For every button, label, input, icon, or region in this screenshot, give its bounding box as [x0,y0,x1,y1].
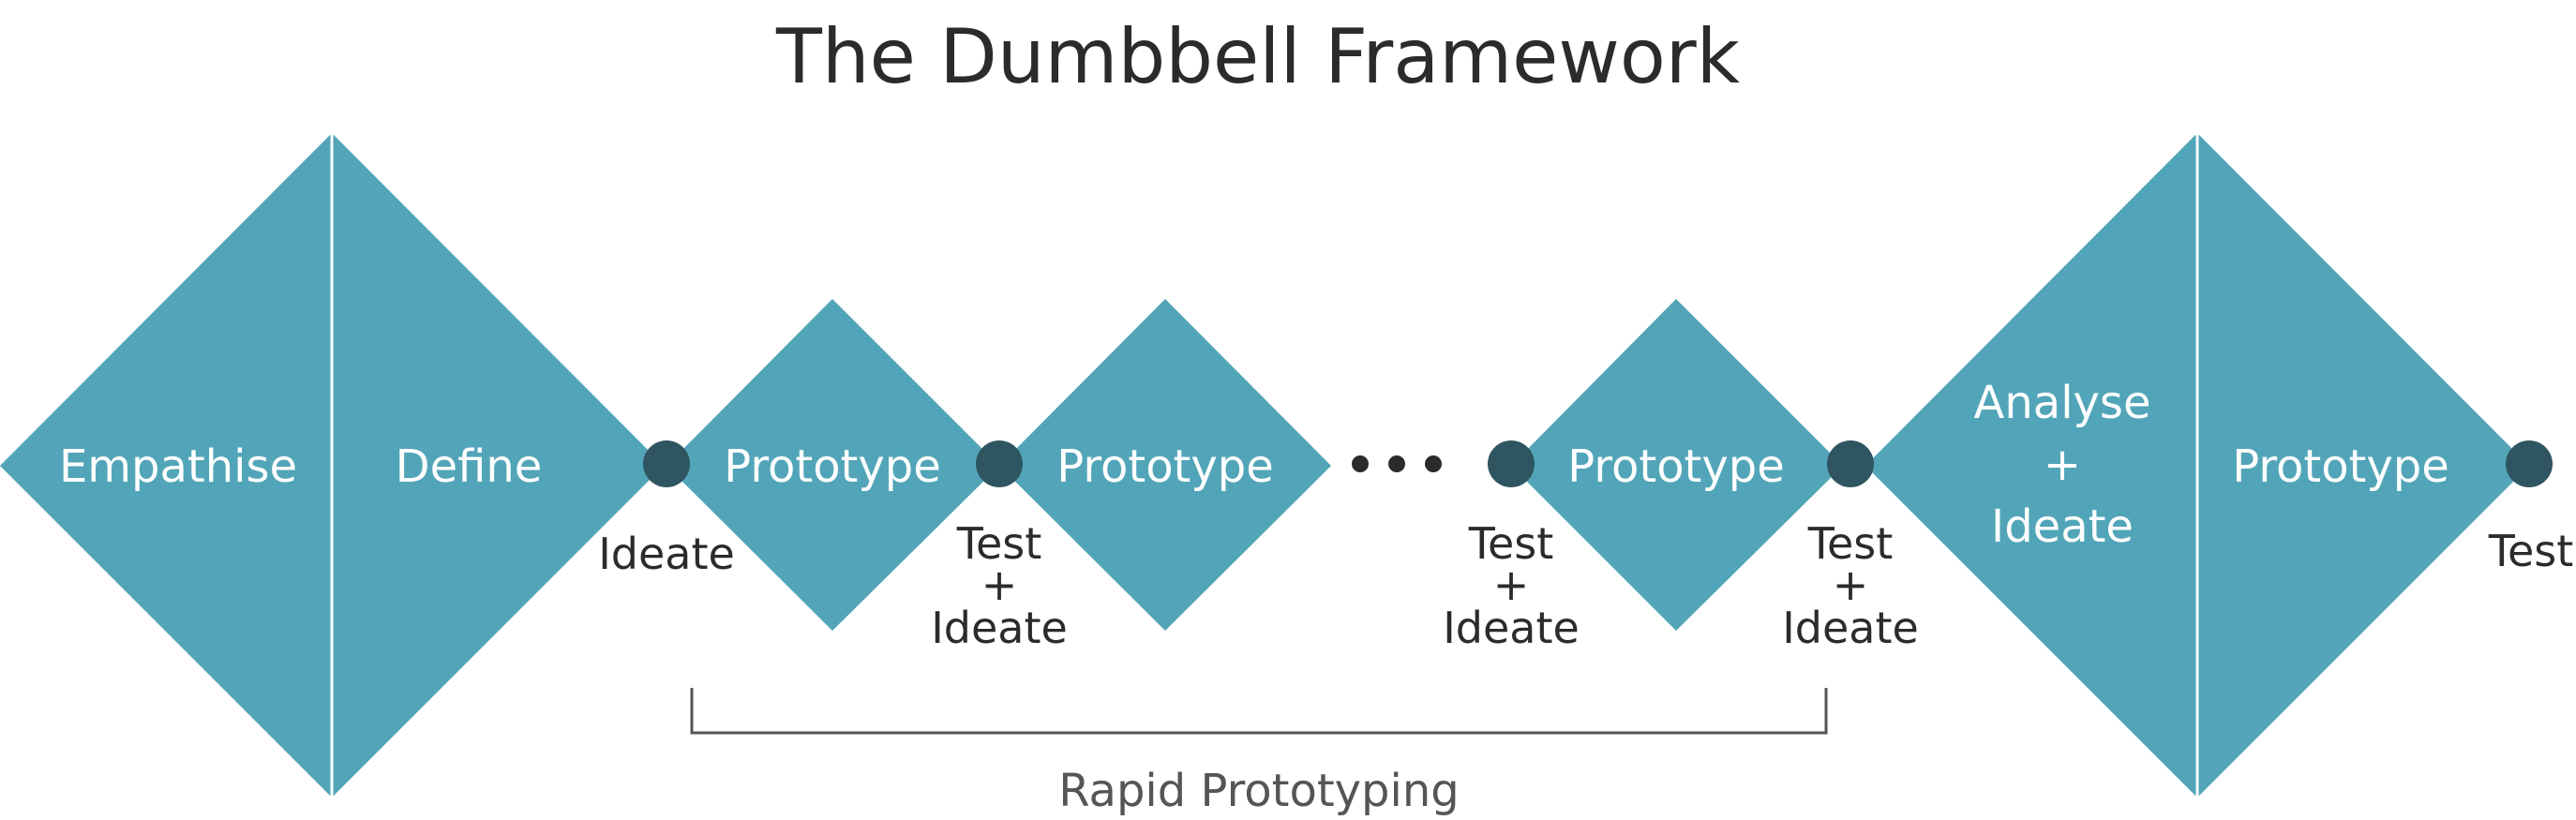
rapid-prototyping-label: Rapid Prototyping [1058,765,1460,817]
prototype-label-4: Prototype [2232,440,2449,493]
test-label-2: Test [1468,518,1554,569]
empathise-label: Empathise [59,440,297,493]
analyse-ideate-label: Ideate [1991,500,2134,553]
prototype-diamond-2 [999,299,1331,631]
prototype-label-2: Prototype [1056,440,1274,493]
define-label: Define [396,440,543,493]
ideate-label-3: Ideate [1782,603,1919,653]
prototype-label-1: Prototype [724,440,941,493]
plus-label-1: + [981,559,1018,610]
prototype-label-3: Prototype [1567,440,1785,493]
test-ideate-node-1 [976,440,1023,487]
test-label-1: Test [956,518,1042,569]
rapid-prototyping-bracket [690,688,1828,735]
diagram-title: The Dumbbell Framework [775,13,1741,100]
ideate-label-2: Ideate [1443,603,1580,653]
plus-label-3: + [1833,559,1869,610]
final-test-label: Test [2488,526,2574,576]
plus-label-2: + [1493,559,1530,610]
ideate-node [643,440,690,487]
test-ideate-node-2 [1488,440,1535,487]
test-label-3: Test [1807,518,1894,569]
analyse-plus-label: + [2044,439,2081,491]
ellipsis-dot-2 [1388,455,1405,472]
ellipsis-dot-1 [1352,455,1369,472]
ellipsis-dot-3 [1425,455,1442,472]
ideate-node-label: Ideate [598,529,735,579]
analyse-label: Analyse [1974,377,2151,429]
ideate-label-1: Ideate [931,603,1068,653]
test-node [2506,440,2553,487]
test-ideate-node-3 [1827,440,1874,487]
prototype-diamond-1 [666,299,999,631]
prototype-diamond-3 [1511,299,1843,631]
